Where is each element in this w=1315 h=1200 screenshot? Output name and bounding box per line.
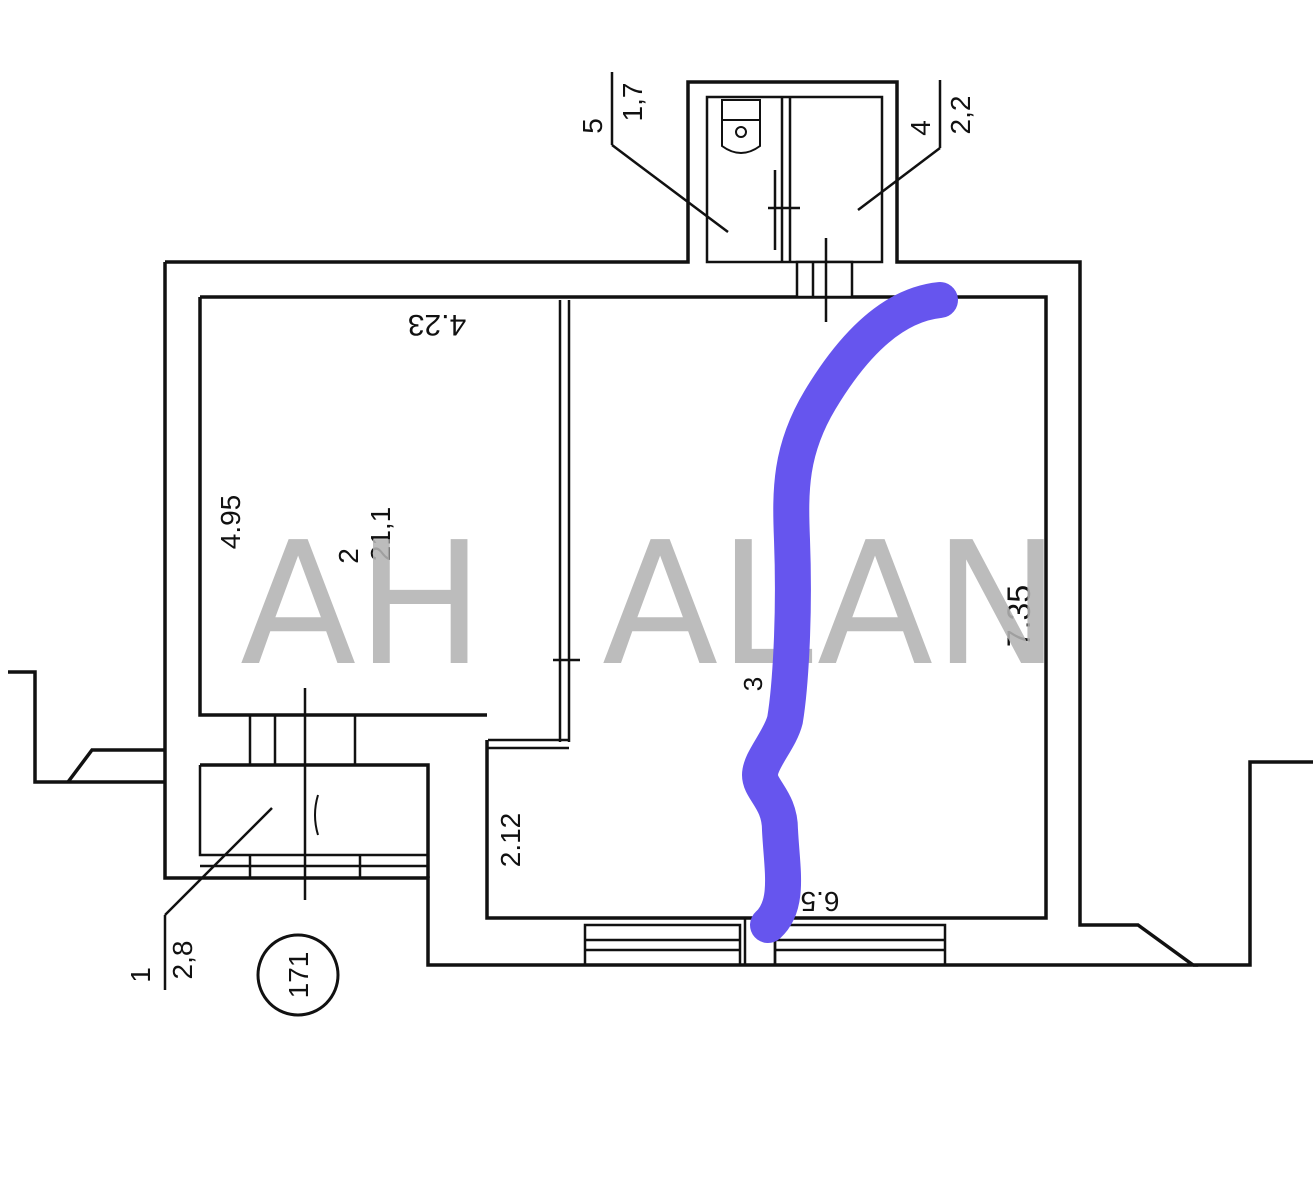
room2-width: 4.23 — [408, 308, 466, 341]
room3-number: 3 — [738, 677, 768, 691]
building-number-badge: 171 — [256, 933, 340, 1017]
svg-text:1: 1 — [125, 967, 156, 983]
svg-text:4: 4 — [905, 120, 936, 136]
room2-label: 4.23 4.95 2 21,1 — [215, 308, 466, 564]
marker-stroke — [742, 282, 958, 943]
svg-text:171: 171 — [283, 952, 314, 999]
toilet-icon — [721, 99, 761, 154]
room5-label: 5 1,7 — [577, 83, 648, 134]
watermark-right: ALAN — [602, 506, 1060, 704]
room2-area: 21,1 — [365, 507, 396, 562]
room3-area: 6.5 — [801, 886, 840, 917]
leader-lines — [163, 72, 942, 990]
svg-text:5: 5 — [577, 118, 608, 134]
watermark: AH ALAN — [240, 506, 1060, 704]
room3-width: 2.12 — [495, 813, 526, 868]
watermark-left: AH — [240, 506, 484, 704]
room3-length: 7.35 — [1001, 585, 1037, 647]
room1-label: 1 2,8 — [125, 941, 198, 983]
room2-length: 4.95 — [215, 495, 246, 550]
room1-doorway — [248, 688, 357, 900]
svg-text:2,8: 2,8 — [167, 941, 198, 980]
door-swing-icon — [314, 794, 319, 836]
svg-text:1,7: 1,7 — [617, 83, 648, 122]
svg-text:2,2: 2,2 — [945, 96, 976, 135]
bathroom-doorway — [795, 238, 854, 322]
room4-label: 4 2,2 — [905, 96, 976, 136]
partition-wall — [488, 300, 580, 750]
neighbour-walls — [8, 670, 1313, 967]
room1-bottom-segments — [200, 855, 428, 878]
bathroom-block — [705, 95, 884, 264]
bottom-windows — [583, 918, 947, 967]
room3-label: 7.35 2.12 3 6.5 — [495, 585, 1037, 917]
room2-number: 2 — [333, 548, 364, 564]
